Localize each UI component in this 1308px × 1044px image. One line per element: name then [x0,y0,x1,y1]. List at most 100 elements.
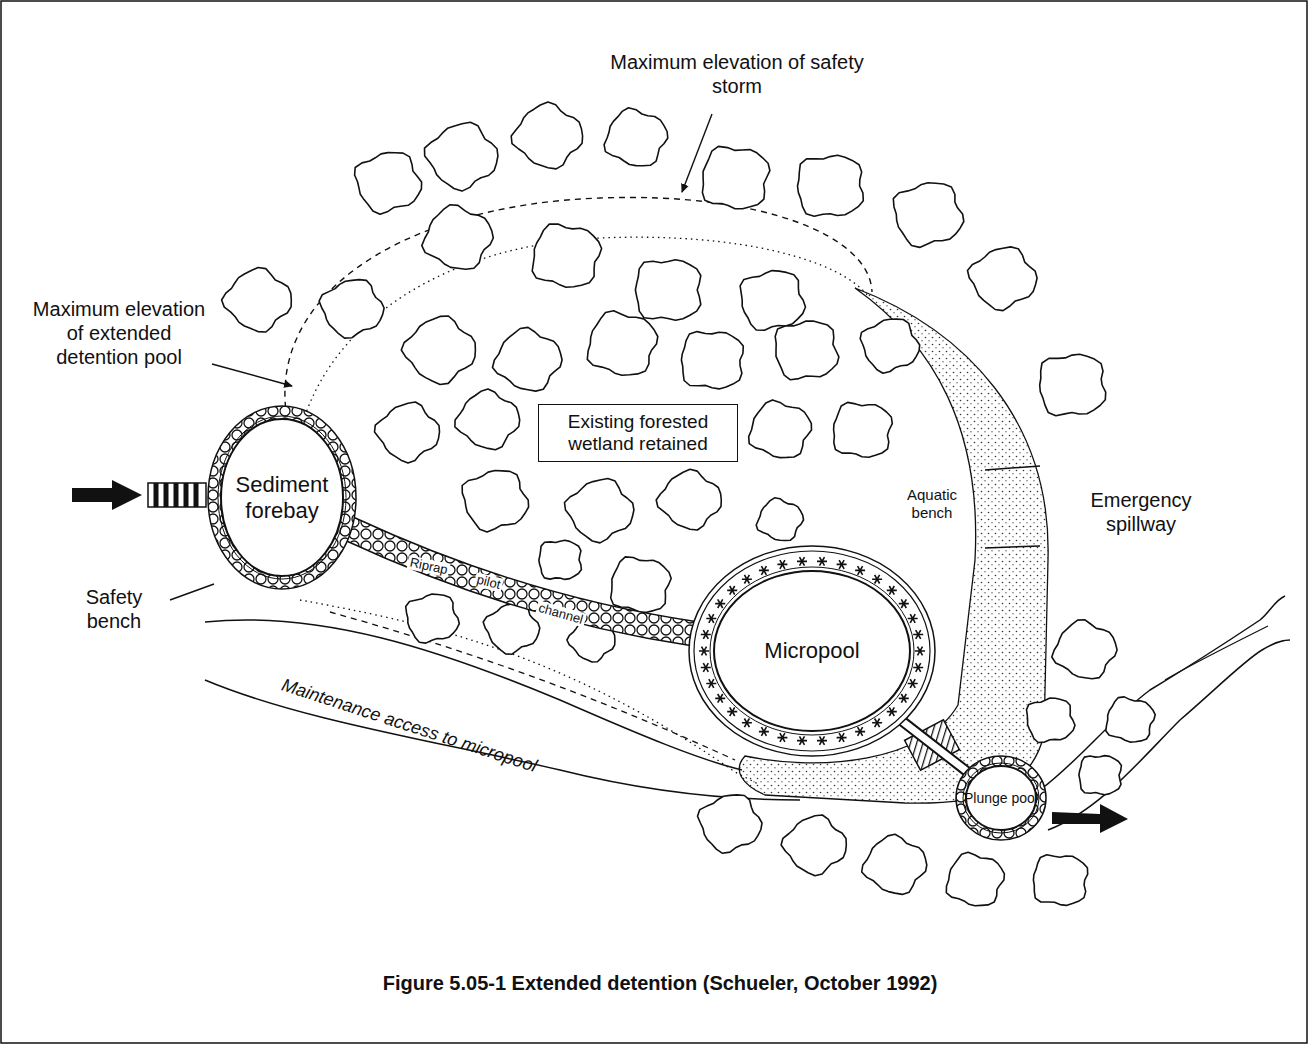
channel-riprap [350,529,693,633]
outflow-arrow [1052,804,1128,833]
plant-mark [742,719,752,728]
plant-mark [817,557,827,566]
tree-canopy [860,319,920,373]
plant-mark [759,727,769,736]
tree-canopy [798,155,864,216]
plant-mark [837,560,847,569]
tree-canopy [355,153,422,215]
tree-canopy [862,834,927,894]
tree-canopy [406,594,460,643]
tree-canopy [455,389,520,450]
tree-canopy [756,498,803,541]
plant-mark [706,614,716,623]
tree-canopy [401,316,475,385]
tree-canopy [740,271,805,331]
spillway-ticks [985,466,1040,548]
inflow-pipe [148,483,206,507]
figure-caption: Figure 5.05-1 Extended detention (Schuel… [150,972,1170,995]
tree-canopy [422,205,494,269]
node-label: Micropool [764,638,859,663]
inflow-pipe-bands [156,483,196,507]
plant-mark [706,679,716,688]
tree-canopies [222,102,1156,906]
bench-outer [694,551,930,751]
tree-canopy [702,146,770,208]
plant-mark [915,647,925,656]
sediment-forebay: Sediment forebay [207,405,357,590]
tree-canopy [565,479,634,543]
plant-mark [777,560,787,569]
tree-canopy [1079,756,1122,795]
tree-canopy [946,852,1004,906]
tree-canopy [375,402,440,463]
tree-canopy [1027,698,1076,742]
wetland-note-box: Existing forested wetland retained [538,404,738,462]
elevation-callout: Maximum elevation of safety storm [587,50,887,98]
tree-canopy [681,332,743,389]
channel-label: Riprap [407,555,451,578]
part-label: Maintenance access to micropool [279,675,540,778]
channel-label: pilot [473,572,503,593]
micropool: Micropool [688,545,936,757]
pipe-bore [901,720,967,771]
plant-mark [727,586,737,595]
tree-canopy [698,795,763,853]
tree-canopy [635,260,700,321]
part-label: Emergency spillway [1066,488,1216,536]
inflow-arrow [72,480,142,510]
elevation-callout: Maximum elevation of extended detention … [28,297,210,369]
plant-mark [899,599,909,608]
plant-mark [872,575,882,584]
plant-mark [908,679,918,688]
stream-bank [1165,626,1268,680]
plant-mark [817,736,827,745]
plant-mark [887,707,897,716]
node-label: Sediment forebay [207,472,357,523]
tree-canopy [1040,354,1106,416]
outlet-pipe [901,720,967,771]
part-label: Aquatic bench [893,486,971,522]
plant-mark [887,586,897,595]
tree-canopy [511,102,582,169]
plant-mark [837,733,847,742]
tree-canopy [1033,855,1087,906]
plant-mark [715,694,725,703]
leader-line [212,364,292,386]
tree-canopy [319,280,384,339]
tree-canopy [462,471,528,532]
leader-line [170,584,214,600]
tree-canopy [781,815,846,876]
node-label: Existing forested wetland retained [547,411,729,455]
plant-mark [701,630,711,639]
plant-mark [797,736,807,745]
tree-canopy [775,321,839,380]
plant-mark [777,733,787,742]
plant-mark [727,707,737,716]
plant-mark [913,630,923,639]
riprap-ring [956,756,1046,840]
plant-mark [855,566,865,575]
plant-mark [759,566,769,575]
tree-canopy [539,540,582,579]
tree-canopy [893,183,964,248]
plant-mark [913,663,923,672]
tree-canopy [493,327,563,391]
plant-mark [908,614,918,623]
plant-mark [899,694,909,703]
tree-canopy [1052,620,1117,679]
tree-canopy [1106,697,1155,742]
bench-outer [689,546,935,756]
pool-water [714,571,910,731]
tree-canopy [587,311,658,376]
tree-canopy [604,108,668,166]
aquatic-plants [699,557,925,745]
plant-mark [797,557,807,566]
plunge-pool: Plunge pool [955,755,1047,841]
channel-edge [350,529,693,633]
plant-mark [699,647,709,656]
plant-mark [715,599,725,608]
pool-edge [963,763,1039,833]
tree-canopy [749,400,812,458]
